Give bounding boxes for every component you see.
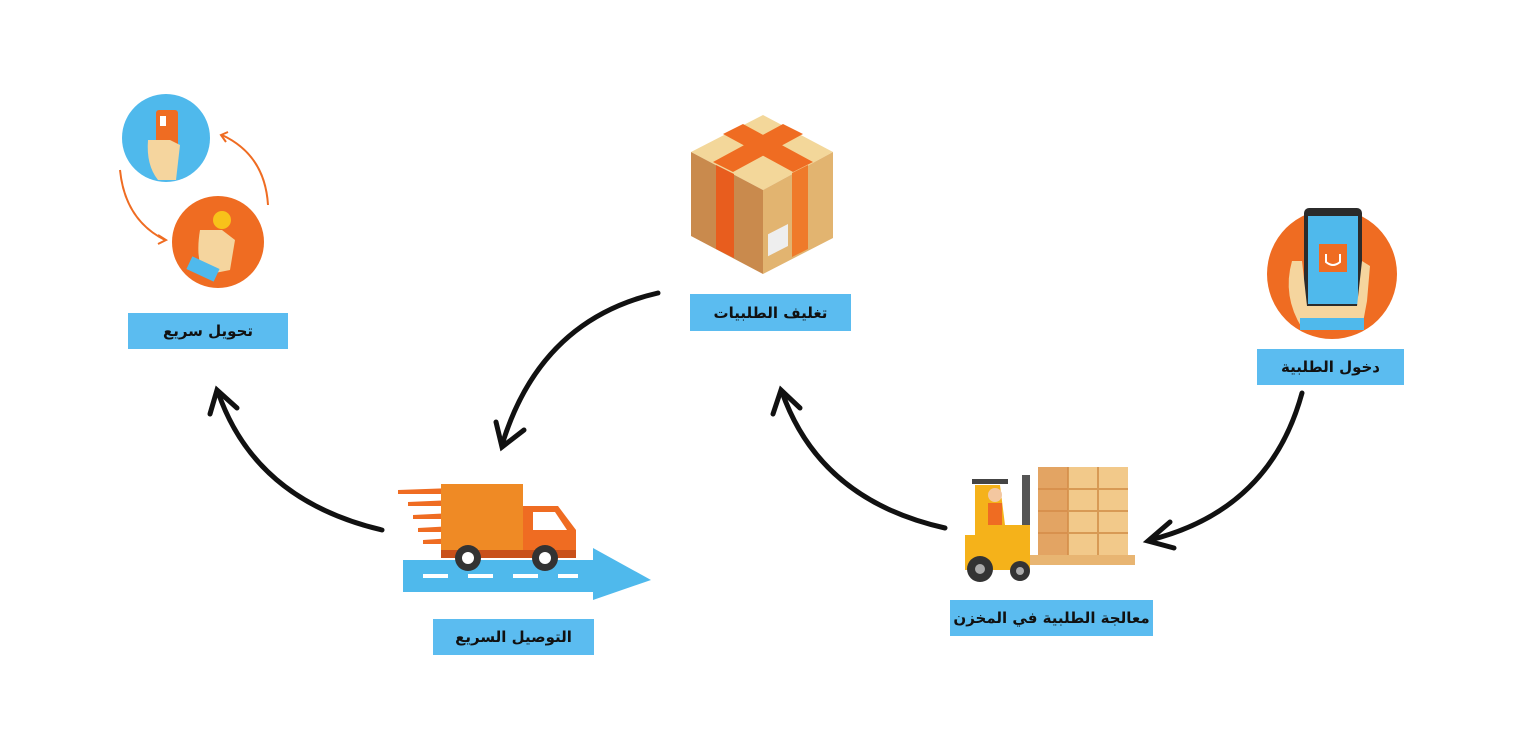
packaging-illustration bbox=[688, 112, 838, 281]
warehouse-illustration bbox=[960, 465, 1140, 589]
phone-shopping-icon bbox=[1267, 208, 1397, 339]
order-entry-label: دخول الطلبية bbox=[1257, 349, 1404, 385]
order-packaging-label: تغليف الطلبيات bbox=[690, 294, 851, 331]
fast-transfer-label: تحويل سريع bbox=[128, 313, 288, 349]
arrow-entry-to-warehouse bbox=[1147, 390, 1305, 543]
delivery-illustration bbox=[393, 480, 653, 609]
fast-delivery-label: التوصيل السريع bbox=[433, 619, 594, 655]
warehouse-processing-label: معالجة الطلبية في المخزن bbox=[950, 600, 1153, 636]
payment-exchange-icon bbox=[119, 94, 269, 288]
fast-transfer-illustration bbox=[110, 90, 280, 299]
delivery-truck-icon bbox=[398, 484, 651, 600]
arrow-packaging-to-delivery bbox=[499, 290, 661, 448]
arrow-delivery-to-transfer bbox=[215, 389, 385, 533]
order-entry-illustration bbox=[1262, 206, 1402, 345]
package-box-icon bbox=[691, 115, 833, 274]
arrow-warehouse-to-packaging bbox=[779, 389, 948, 531]
forklift-icon bbox=[965, 467, 1135, 582]
